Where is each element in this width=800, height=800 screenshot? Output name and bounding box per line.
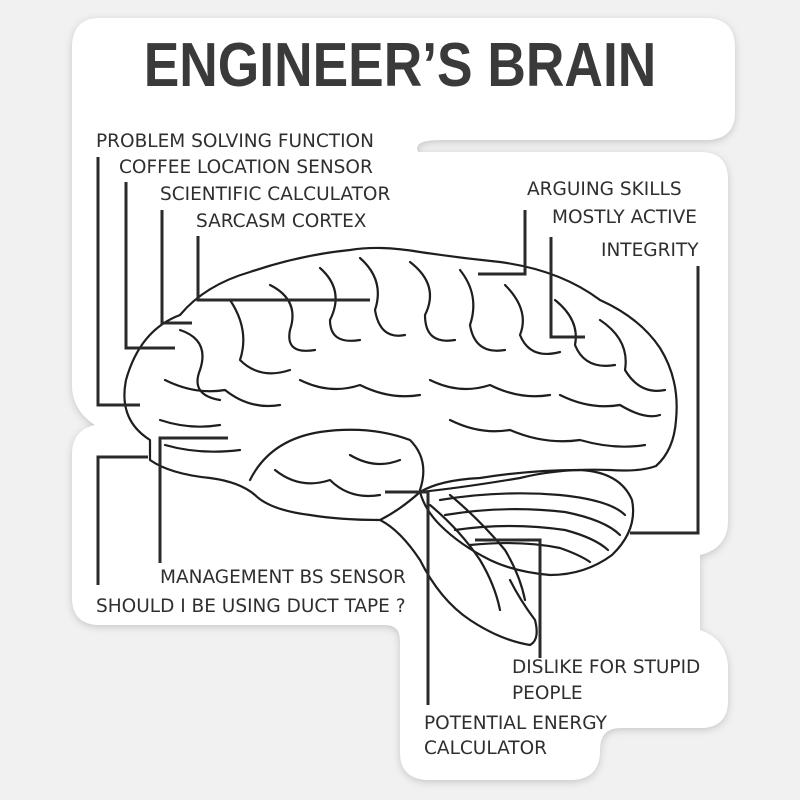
label-coffee-location: COFFEE LOCATION SENSOR — [119, 157, 373, 178]
label-dislike-line1: DISLIKE FOR STUPID — [512, 657, 701, 678]
sticker-shape — [72, 18, 735, 780]
leader-lines — [96, 157, 700, 705]
label-potential-line2: CALCULATOR — [424, 738, 548, 759]
label-management-bs: MANAGEMENT BS SENSOR — [160, 567, 406, 588]
brain-drawing — [123, 246, 678, 647]
label-scientific-calculator: SCIENTIFIC CALCULATOR — [160, 184, 391, 205]
label-problem-solving: PROBLEM SOLVING FUNCTION — [96, 131, 374, 152]
label-potential-line1: POTENTIAL ENERGY — [424, 713, 607, 734]
label-dislike-line2: PEOPLE — [512, 683, 583, 704]
cerebellum — [418, 468, 635, 577]
label-arguing-skills: ARGUING SKILLS — [527, 179, 682, 200]
label-integrity: INTEGRITY — [601, 240, 699, 261]
label-sarcasm-cortex: SARCASM CORTEX — [196, 211, 367, 232]
label-mostly-active: MOSTLY ACTIVE — [552, 207, 697, 228]
cerebrum-outline — [123, 246, 678, 522]
label-duct-tape: SHOULD I BE USING DUCT TAPE ? — [96, 596, 406, 617]
page-title: ENGINEER’S BRAIN — [143, 31, 657, 100]
